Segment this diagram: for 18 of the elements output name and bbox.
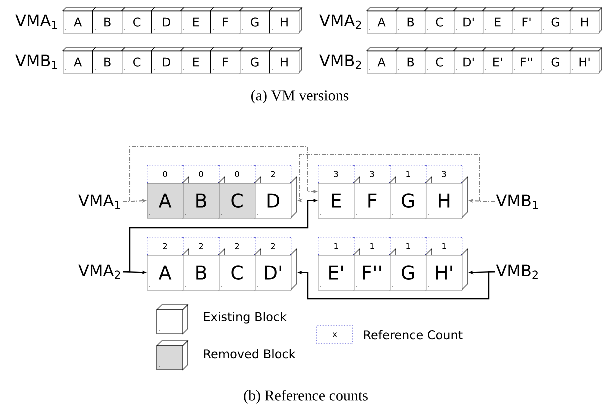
caption: (a) VM versions xyxy=(252,90,349,104)
vm-label: VMB$_{1}$ xyxy=(496,194,538,210)
vm-label: VMB$_{2}$ xyxy=(320,54,362,70)
block: H' xyxy=(426,248,468,291)
block: H xyxy=(426,176,468,219)
caption: (b) Reference counts xyxy=(244,390,368,404)
legend-text: Reference Count xyxy=(364,330,463,340)
vm-label: VMB$_{2}$ xyxy=(496,264,538,280)
vm-label: VMA$_{1}$ xyxy=(16,14,58,30)
vm-label: VMA$_{2}$ xyxy=(78,264,120,280)
vm-label: VMB$_{1}$ xyxy=(16,54,58,70)
legend-text: Removed Block xyxy=(204,349,296,359)
block: D' xyxy=(255,248,298,291)
legend-sample: x xyxy=(316,326,354,344)
vm-label: VMA$_{2}$ xyxy=(320,14,362,30)
vm-label: VMA$_{1}$ xyxy=(78,194,120,210)
legend-text: Existing Block xyxy=(204,312,287,324)
block: D xyxy=(255,176,298,219)
